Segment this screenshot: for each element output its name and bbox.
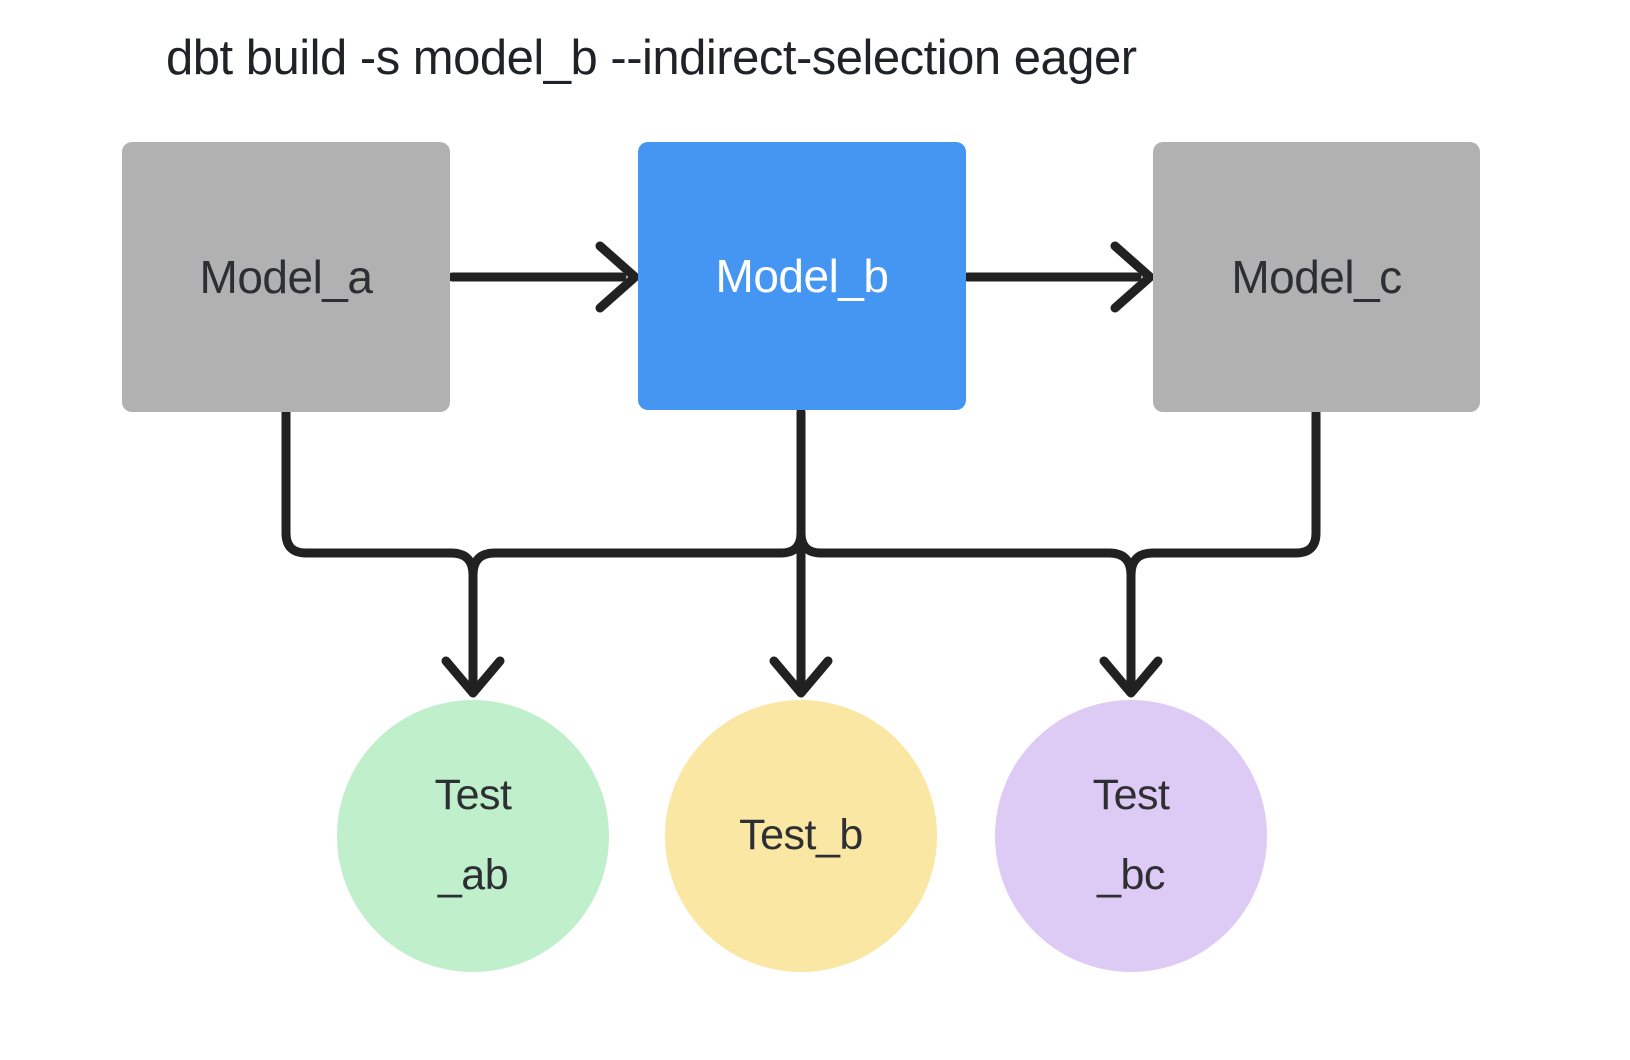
node-test-b: Test_b [665,700,937,972]
arrowhead-right-icon [595,241,640,313]
node-model-b-selected: Model_b [638,142,966,410]
edge-bus-left [468,528,806,580]
arrowhead-right-icon [1110,241,1155,313]
edge-bus-right [796,528,1136,580]
model-b-label: Model_b [715,250,889,302]
edge-model-a-to-test-ab [281,407,478,690]
edge-model-c-to-test-bc [1126,407,1321,690]
test-b-label-line-1: Test_b [739,811,863,860]
arrowhead-down-icon [1099,656,1163,698]
test-bc-label: Test _bc [1093,756,1170,915]
test-bc-label-line-1: Test [1092,771,1170,820]
test-b-label: Test_b [739,796,863,876]
test-ab-label: Test _ab [435,756,512,915]
test-bc-label-line-2: _bc [1097,851,1165,899]
node-test-ab: Test _ab [337,700,609,972]
node-model-a: Model_a [122,142,450,412]
node-test-bc: Test _bc [995,700,1267,972]
node-model-c: Model_c [1153,142,1480,412]
test-ab-label-line-1: Test [434,771,512,820]
test-ab-label-line-2: _ab [437,851,509,899]
model-c-label: Model_c [1231,251,1402,303]
arrowhead-down-icon [441,656,505,698]
page-title: dbt build -s model_b --indirect-selectio… [166,31,1137,85]
arrowhead-down-icon [769,656,833,698]
model-a-label: Model_a [199,251,373,303]
